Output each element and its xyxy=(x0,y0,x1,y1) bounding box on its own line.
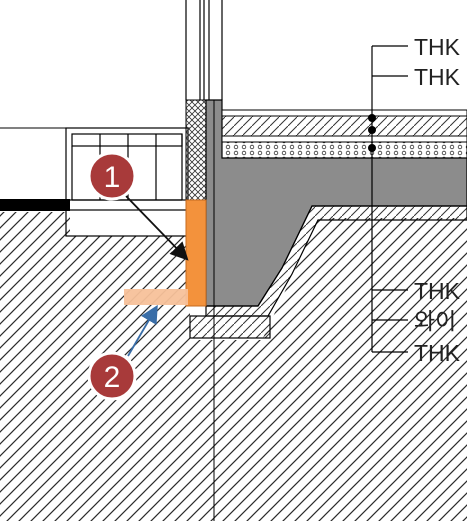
marker-2-number: 2 xyxy=(104,361,121,394)
marker-1: 1 xyxy=(87,151,137,201)
marker-1-number: 1 xyxy=(104,161,121,194)
dimension-leaders xyxy=(371,45,408,353)
insulation-highlight-1 xyxy=(185,199,207,307)
soil-hatch xyxy=(0,212,467,521)
wall-insulation-upper xyxy=(185,99,207,201)
label-thk-4: THK xyxy=(414,340,461,366)
footing-highlight-2 xyxy=(124,289,188,305)
marker-2: 2 xyxy=(87,351,137,401)
arrow-1 xyxy=(125,195,189,261)
ground-line xyxy=(0,199,70,211)
label-thk-1: THK xyxy=(414,34,461,60)
label-wai: 와이 xyxy=(414,308,456,334)
arrow-2 xyxy=(127,304,158,357)
label-thk-3: THK xyxy=(414,278,461,304)
footing-base xyxy=(189,315,271,339)
label-thk-2: THK xyxy=(414,64,461,90)
wall-frame-lines xyxy=(185,0,223,100)
leader-dots xyxy=(368,114,376,152)
floor-finish-layers xyxy=(221,109,467,159)
